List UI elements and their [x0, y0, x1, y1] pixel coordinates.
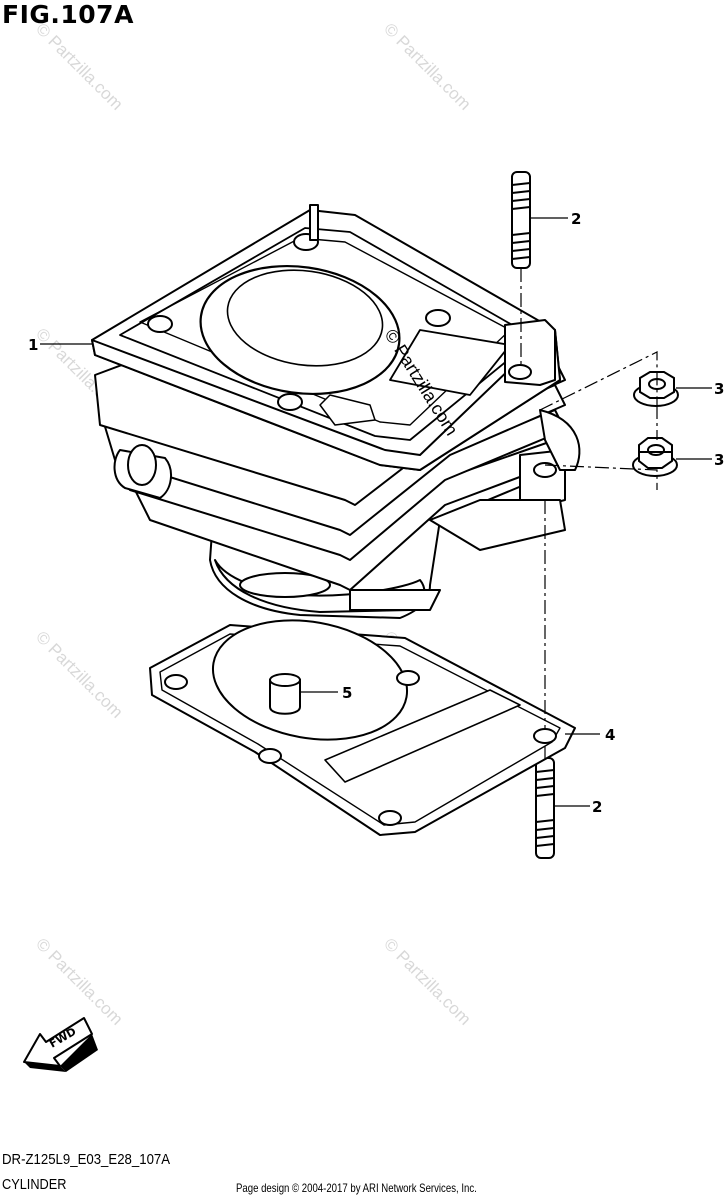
stud-bolt-lower[interactable]	[535, 757, 555, 859]
callout-4: 4	[605, 726, 615, 744]
watermark-text: © Partzilla.com	[32, 19, 126, 113]
assembly-guide-lines	[520, 268, 658, 760]
stud-bolt-upper[interactable]	[511, 171, 531, 269]
copyright-notice: Page design © 2004-2017 by ARI Network S…	[236, 1181, 477, 1195]
callout-labels: 1 2 3 3 4 5 2	[28, 210, 724, 816]
leader-lines	[40, 217, 712, 807]
callout-1: 1	[28, 336, 38, 354]
fwd-arrow-icon: FWD	[23, 1017, 98, 1072]
dowel-pin[interactable]	[269, 673, 301, 715]
cylinder-gasket[interactable]	[149, 606, 576, 836]
watermark-text: © Partzilla.com	[32, 934, 126, 1028]
flange-nut-lower[interactable]	[632, 437, 678, 477]
callout-2-lower: 2	[592, 798, 602, 816]
figure-title: FIG.107A	[2, 0, 134, 29]
callout-5: 5	[342, 684, 352, 702]
model-code: DR-Z125L9_E03_E28_107A	[2, 1151, 171, 1168]
section-name: CYLINDER	[2, 1176, 67, 1193]
callout-3-upper: 3	[714, 380, 724, 398]
watermark-text: © Partzilla.com	[380, 19, 474, 113]
flange-nut-upper[interactable]	[633, 371, 679, 407]
watermark-text: © Partzilla.com	[380, 934, 474, 1028]
callout-3-lower: 3	[714, 451, 724, 469]
cylinder-part[interactable]	[91, 204, 581, 619]
callout-2-upper: 2	[571, 210, 581, 228]
watermark-text: © Partzilla.com	[32, 627, 126, 721]
